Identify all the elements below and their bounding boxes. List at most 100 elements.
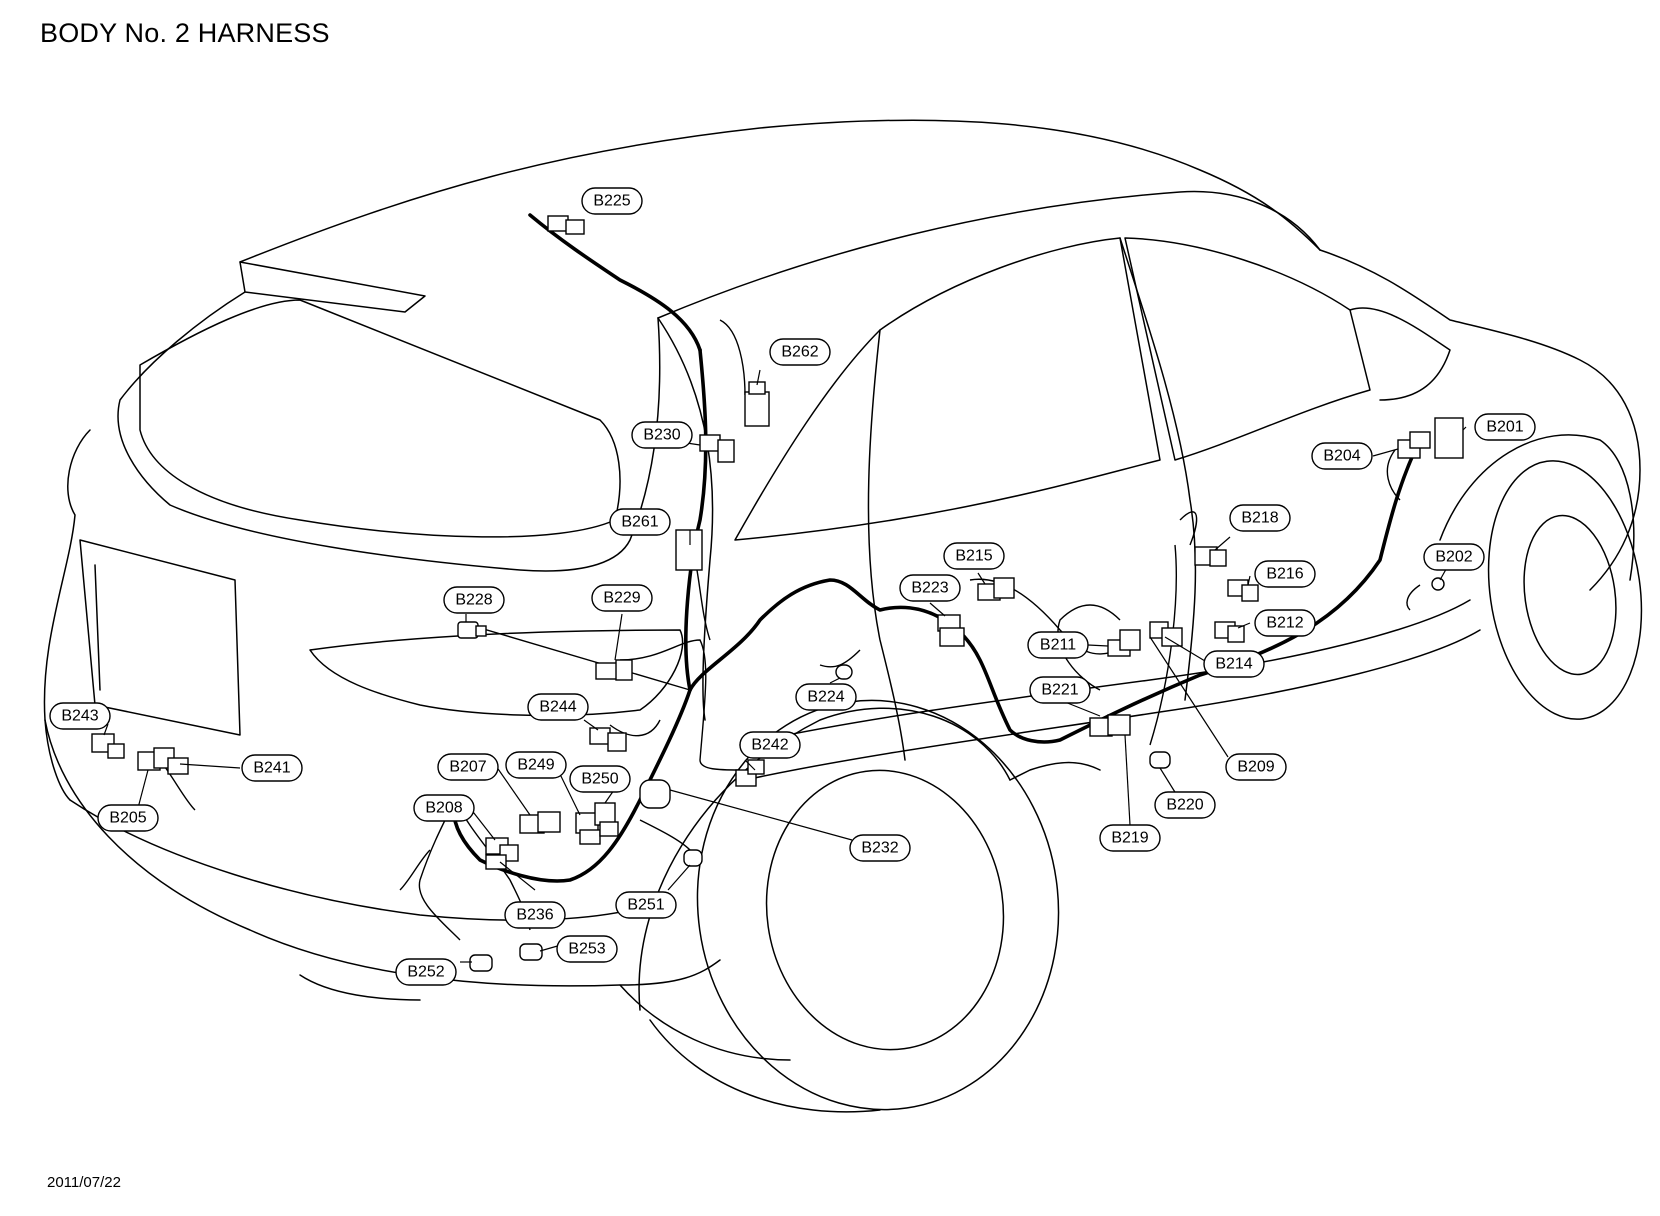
label-B212-text: B212 xyxy=(1266,615,1303,632)
label-B253-text: B253 xyxy=(568,941,605,958)
label-B249: B249 xyxy=(505,751,567,779)
label-B236-text: B236 xyxy=(516,907,553,924)
label-B232: B232 xyxy=(849,834,911,862)
label-B216: B216 xyxy=(1254,560,1316,588)
label-B202-text: B202 xyxy=(1435,549,1472,566)
label-B225-text: B225 xyxy=(593,193,630,210)
connector-body-B221 xyxy=(1089,714,1131,737)
label-B228: B228 xyxy=(443,586,505,614)
connector-body-B211 xyxy=(1107,629,1141,657)
label-B220-text: B220 xyxy=(1166,797,1203,814)
label-B250: B250 xyxy=(569,765,631,793)
connector-body-B243 xyxy=(91,733,125,759)
label-B205: B205 xyxy=(97,804,159,832)
connector-body-B251 xyxy=(683,849,703,867)
label-B244-text: B244 xyxy=(539,699,576,716)
connector-bodies xyxy=(91,215,1464,972)
label-B261: B261 xyxy=(609,508,671,536)
connector-body-B253 xyxy=(519,943,543,961)
label-B211-text: B211 xyxy=(1040,637,1076,654)
label-B241-text: B241 xyxy=(253,760,290,777)
label-B250-text: B250 xyxy=(581,771,618,788)
connector-body-B216 xyxy=(1227,579,1259,602)
label-B251-text: B251 xyxy=(627,897,664,914)
connector-body-B244 xyxy=(589,727,627,752)
label-B209-text: B209 xyxy=(1237,759,1274,776)
label-B225: B225 xyxy=(581,187,643,215)
label-B236: B236 xyxy=(504,901,566,929)
connector-body-B250 xyxy=(594,802,619,837)
label-B211: B211 xyxy=(1027,631,1089,659)
label-B205-text: B205 xyxy=(109,810,146,827)
connector-body-B214 xyxy=(1149,621,1183,647)
label-B216-text: B216 xyxy=(1266,566,1303,583)
label-B212: B212 xyxy=(1254,609,1316,637)
label-B215-text: B215 xyxy=(955,548,992,565)
connector-body-B202 xyxy=(1431,577,1445,591)
label-B214-text: B214 xyxy=(1215,656,1252,673)
connector-body-B212 xyxy=(1214,621,1245,643)
diagram-date: 2011/07/22 xyxy=(47,1174,121,1191)
connector-body-B242 xyxy=(735,759,765,787)
label-B215: B215 xyxy=(943,542,1005,570)
label-B244: B244 xyxy=(527,693,589,721)
connector-body-B236 xyxy=(485,854,507,870)
label-B253: B253 xyxy=(556,935,618,963)
connector-body-B207 xyxy=(519,811,561,834)
connector-body-B249 xyxy=(575,812,601,845)
label-B252: B252 xyxy=(395,958,457,986)
label-B221-text: B221 xyxy=(1041,682,1078,699)
diagram-title: BODY No. 2 HARNESS xyxy=(40,18,330,48)
label-B219: B219 xyxy=(1099,824,1161,852)
label-B209: B209 xyxy=(1225,753,1287,781)
connector-body-B228 xyxy=(457,621,487,639)
label-B230-text: B230 xyxy=(643,427,680,444)
label-B223-text: B223 xyxy=(911,580,948,597)
label-B201-text: B201 xyxy=(1486,419,1523,436)
connector-body-B223 xyxy=(937,614,965,647)
label-B262-text: B262 xyxy=(781,344,818,361)
label-B243: B243 xyxy=(49,702,111,730)
connector-labels: B225 B262 B230 B261 B228 B229 B244 B242 … xyxy=(49,187,1536,986)
label-B202: B202 xyxy=(1423,543,1485,571)
label-B201: B201 xyxy=(1474,413,1536,441)
label-B261-text: B261 xyxy=(621,514,658,531)
label-B241: B241 xyxy=(241,754,303,782)
vehicle-body-outline xyxy=(43,119,1643,1113)
label-B229-text: B229 xyxy=(603,590,640,607)
label-B208-text: B208 xyxy=(425,800,462,817)
label-B242-text: B242 xyxy=(751,737,788,754)
connector-body-B230 xyxy=(699,434,735,463)
label-B207-text: B207 xyxy=(449,759,486,776)
label-B204-text: B204 xyxy=(1323,448,1360,465)
label-B252-text: B252 xyxy=(407,964,444,981)
label-B243-text: B243 xyxy=(61,708,98,725)
connector-body-B218 xyxy=(1194,546,1227,567)
connector-body-B224 xyxy=(835,664,853,680)
label-B214: B214 xyxy=(1203,650,1265,678)
label-B262: B262 xyxy=(769,338,831,366)
label-B251: B251 xyxy=(615,891,677,919)
label-B207: B207 xyxy=(437,753,499,781)
connector-body-B229 xyxy=(595,659,633,681)
label-B221: B221 xyxy=(1029,676,1091,704)
connector-body-B225 xyxy=(547,215,585,235)
label-B229: B229 xyxy=(591,584,653,612)
connector-body-B201 xyxy=(1434,417,1464,459)
label-B224: B224 xyxy=(795,683,857,711)
label-B219-text: B219 xyxy=(1111,830,1148,847)
connector-body-B241 xyxy=(167,757,189,775)
label-B232-text: B232 xyxy=(861,840,898,857)
connector-body-B262 xyxy=(744,381,770,427)
label-B224-text: B224 xyxy=(807,689,844,706)
label-B228-text: B228 xyxy=(455,592,492,609)
label-B220: B220 xyxy=(1154,791,1216,819)
label-B204: B204 xyxy=(1311,442,1373,470)
connector-body-B252 xyxy=(469,954,493,972)
label-B230: B230 xyxy=(631,421,693,449)
label-B208: B208 xyxy=(413,794,475,822)
connector-body-B220 xyxy=(1149,751,1171,769)
label-B218: B218 xyxy=(1229,504,1291,532)
label-B249-text: B249 xyxy=(517,757,554,774)
